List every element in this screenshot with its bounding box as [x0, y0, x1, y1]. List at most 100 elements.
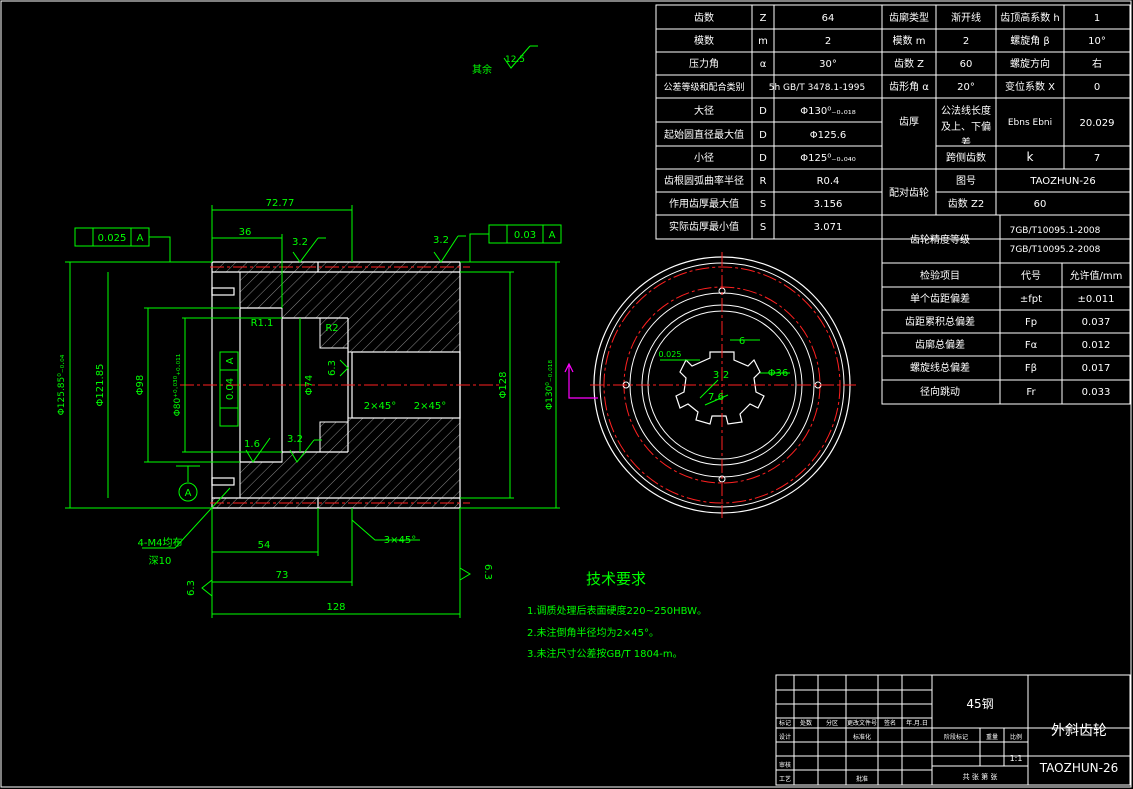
accuracy-table-text: 齿轮精度等级 7GB/T10095.1-2008 7GB/T10095.2-20…: [905, 226, 1122, 398]
table-cell: Z: [760, 13, 767, 24]
table-cell: Φ125.6: [810, 130, 847, 141]
roughness-3-2: 3.2: [433, 235, 449, 246]
chamfer-2x45: 2×45°: [414, 401, 446, 412]
scale-label: 比例: [1010, 733, 1022, 741]
radius-r1-1: R1.1: [251, 318, 274, 329]
table-cell: 齿顶高系数 h: [1000, 11, 1060, 24]
accuracy-standard: 7GB/T10095.2-2008: [1010, 245, 1101, 255]
chamfer-2x45: 2×45°: [364, 401, 396, 412]
tech-item: 1.调质处理后表面硬度220~250HBW。: [527, 604, 707, 617]
table-cell: 螺旋角 β: [1010, 34, 1050, 47]
accuracy-cell: 0.012: [1082, 340, 1111, 351]
roughness-3-2: 3.2: [292, 237, 308, 248]
table-cell: 配对齿轮: [889, 186, 929, 199]
end-view-text: 0.025 6 Φ36 3 2 7.6: [659, 336, 789, 403]
table-cell: 渐开线: [951, 11, 981, 24]
dia-74: Φ74: [304, 375, 315, 396]
table-cell: 变位系数 X: [1005, 80, 1055, 93]
table-cell: S: [760, 199, 766, 210]
holes-note: 深10: [149, 555, 172, 567]
common-normal-label: 公法线长度及上、下偏差: [941, 106, 991, 144]
table-cell: 20.029: [1080, 118, 1115, 129]
table-cell: D: [759, 106, 767, 117]
dim-54: 54: [258, 540, 271, 551]
dia-121-85: Φ121.85: [95, 364, 106, 407]
holes-note: 4-M4均布: [138, 537, 183, 549]
table-cell: α: [760, 59, 767, 70]
table-cell: Φ130⁰₋₀.₀₁₈: [800, 106, 855, 117]
table-cell: R: [760, 176, 767, 187]
table-cell: 齿根圆弧曲率半径: [664, 174, 744, 187]
table-cell: R0.4: [817, 176, 840, 187]
table-cell: 2: [825, 36, 831, 47]
dia-98: Φ98: [135, 375, 146, 396]
accuracy-header: 代号: [1021, 270, 1041, 282]
dim-128: 128: [326, 602, 345, 613]
scale-value: 1:1: [1010, 754, 1023, 763]
title-block-text: 45钢 外斜齿轮 TAOZHUN-26 1:1 标记 处数 分区 更改文件号 签…: [779, 697, 1118, 783]
end-dim-2: 2: [723, 370, 729, 381]
tech-requirements: 技术要求 1.调质处理后表面硬度220~250HBW。 2.未注倒角半径均为2×…: [527, 570, 707, 660]
accuracy-table: [881, 214, 1131, 405]
table-cell: 作用齿厚最大值: [669, 197, 739, 210]
table-cell: 7: [1094, 153, 1100, 164]
roughness-3-2: 3.2: [287, 434, 303, 445]
runout-tol-1: 0.025: [98, 233, 127, 244]
design-label: 设计: [779, 733, 791, 741]
accuracy-header: 允许值/mm: [1070, 269, 1123, 282]
perp-tol: 0.04: [225, 378, 236, 400]
end-dim-7-6: 7.6: [708, 392, 724, 403]
accuracy-cell: 螺旋线总偏差: [910, 361, 970, 374]
review-label: 审核: [779, 761, 791, 769]
end-dim-6: 6: [739, 336, 745, 347]
section-hatch-lower: [211, 417, 461, 509]
row-label: 签名: [884, 719, 896, 727]
dia-125-85: Φ125.85⁰₋₀.₀₄: [57, 354, 67, 415]
accuracy-cell: 0.033: [1082, 387, 1111, 398]
table-cell: 30°: [819, 59, 837, 70]
datum-ref: A: [137, 233, 144, 244]
row-label: 年.月.日: [906, 719, 928, 727]
dim-36: 36: [239, 227, 252, 238]
accuracy-cell: 单个齿距偏差: [910, 292, 970, 305]
accuracy-cell: ±fpt: [1020, 294, 1042, 305]
dia-130: Φ130⁰₋₀.₀₁₈: [545, 360, 555, 410]
chamfer-3x45: 3×45°: [384, 535, 416, 546]
table-cell: 右: [1092, 57, 1102, 70]
dim-72-77: 72.77: [266, 198, 295, 209]
table-cell: 公差等级和配合类别: [663, 81, 744, 93]
datum-a-label: A: [185, 488, 192, 499]
accuracy-header: 检验项目: [920, 269, 960, 282]
table-cell: S: [760, 222, 766, 233]
dimension-text: 其余 12.5 72.77 36 54 73 128 3.2 3.2 3.2 1…: [57, 55, 556, 613]
accuracy-cell: 径向跳动: [920, 385, 960, 398]
end-dim-36: Φ36: [768, 368, 789, 379]
row-label: 分区: [826, 719, 838, 727]
part-name: 外斜齿轮: [1051, 723, 1107, 739]
table-cell: 图号: [956, 175, 976, 187]
sheet-info: 共 张 第 张: [963, 772, 998, 781]
accuracy-cell: 0.037: [1082, 317, 1111, 328]
table-cell: 压力角: [689, 57, 719, 70]
other-roughness-value: 12.5: [505, 55, 525, 65]
roughness-6-3: 6.3: [186, 580, 197, 596]
tech-item: 3.未注尺寸公差按GB/T 1804-m。: [527, 647, 683, 660]
table-cell: 齿数 Z: [894, 57, 924, 70]
table-cell: 起始圆直径最大值: [664, 128, 744, 141]
standardize-label: 标准化: [853, 733, 871, 741]
table-cell: D: [759, 153, 767, 164]
datum-ref: A: [225, 357, 236, 364]
title-block: [775, 674, 1131, 786]
table-cell: 大径: [694, 104, 714, 117]
table-cell: 10°: [1088, 36, 1106, 47]
table-cell: 3.071: [814, 222, 843, 233]
table-cell: 64: [822, 13, 835, 24]
table-cell: 3.156: [814, 199, 843, 210]
accuracy-cell: ±0.011: [1077, 294, 1114, 305]
table-cell: k: [1027, 150, 1034, 164]
table-cell: 20°: [957, 82, 975, 93]
end-dim-3: 3: [713, 370, 719, 381]
dim-73: 73: [276, 570, 289, 581]
tech-title: 技术要求: [586, 570, 646, 588]
